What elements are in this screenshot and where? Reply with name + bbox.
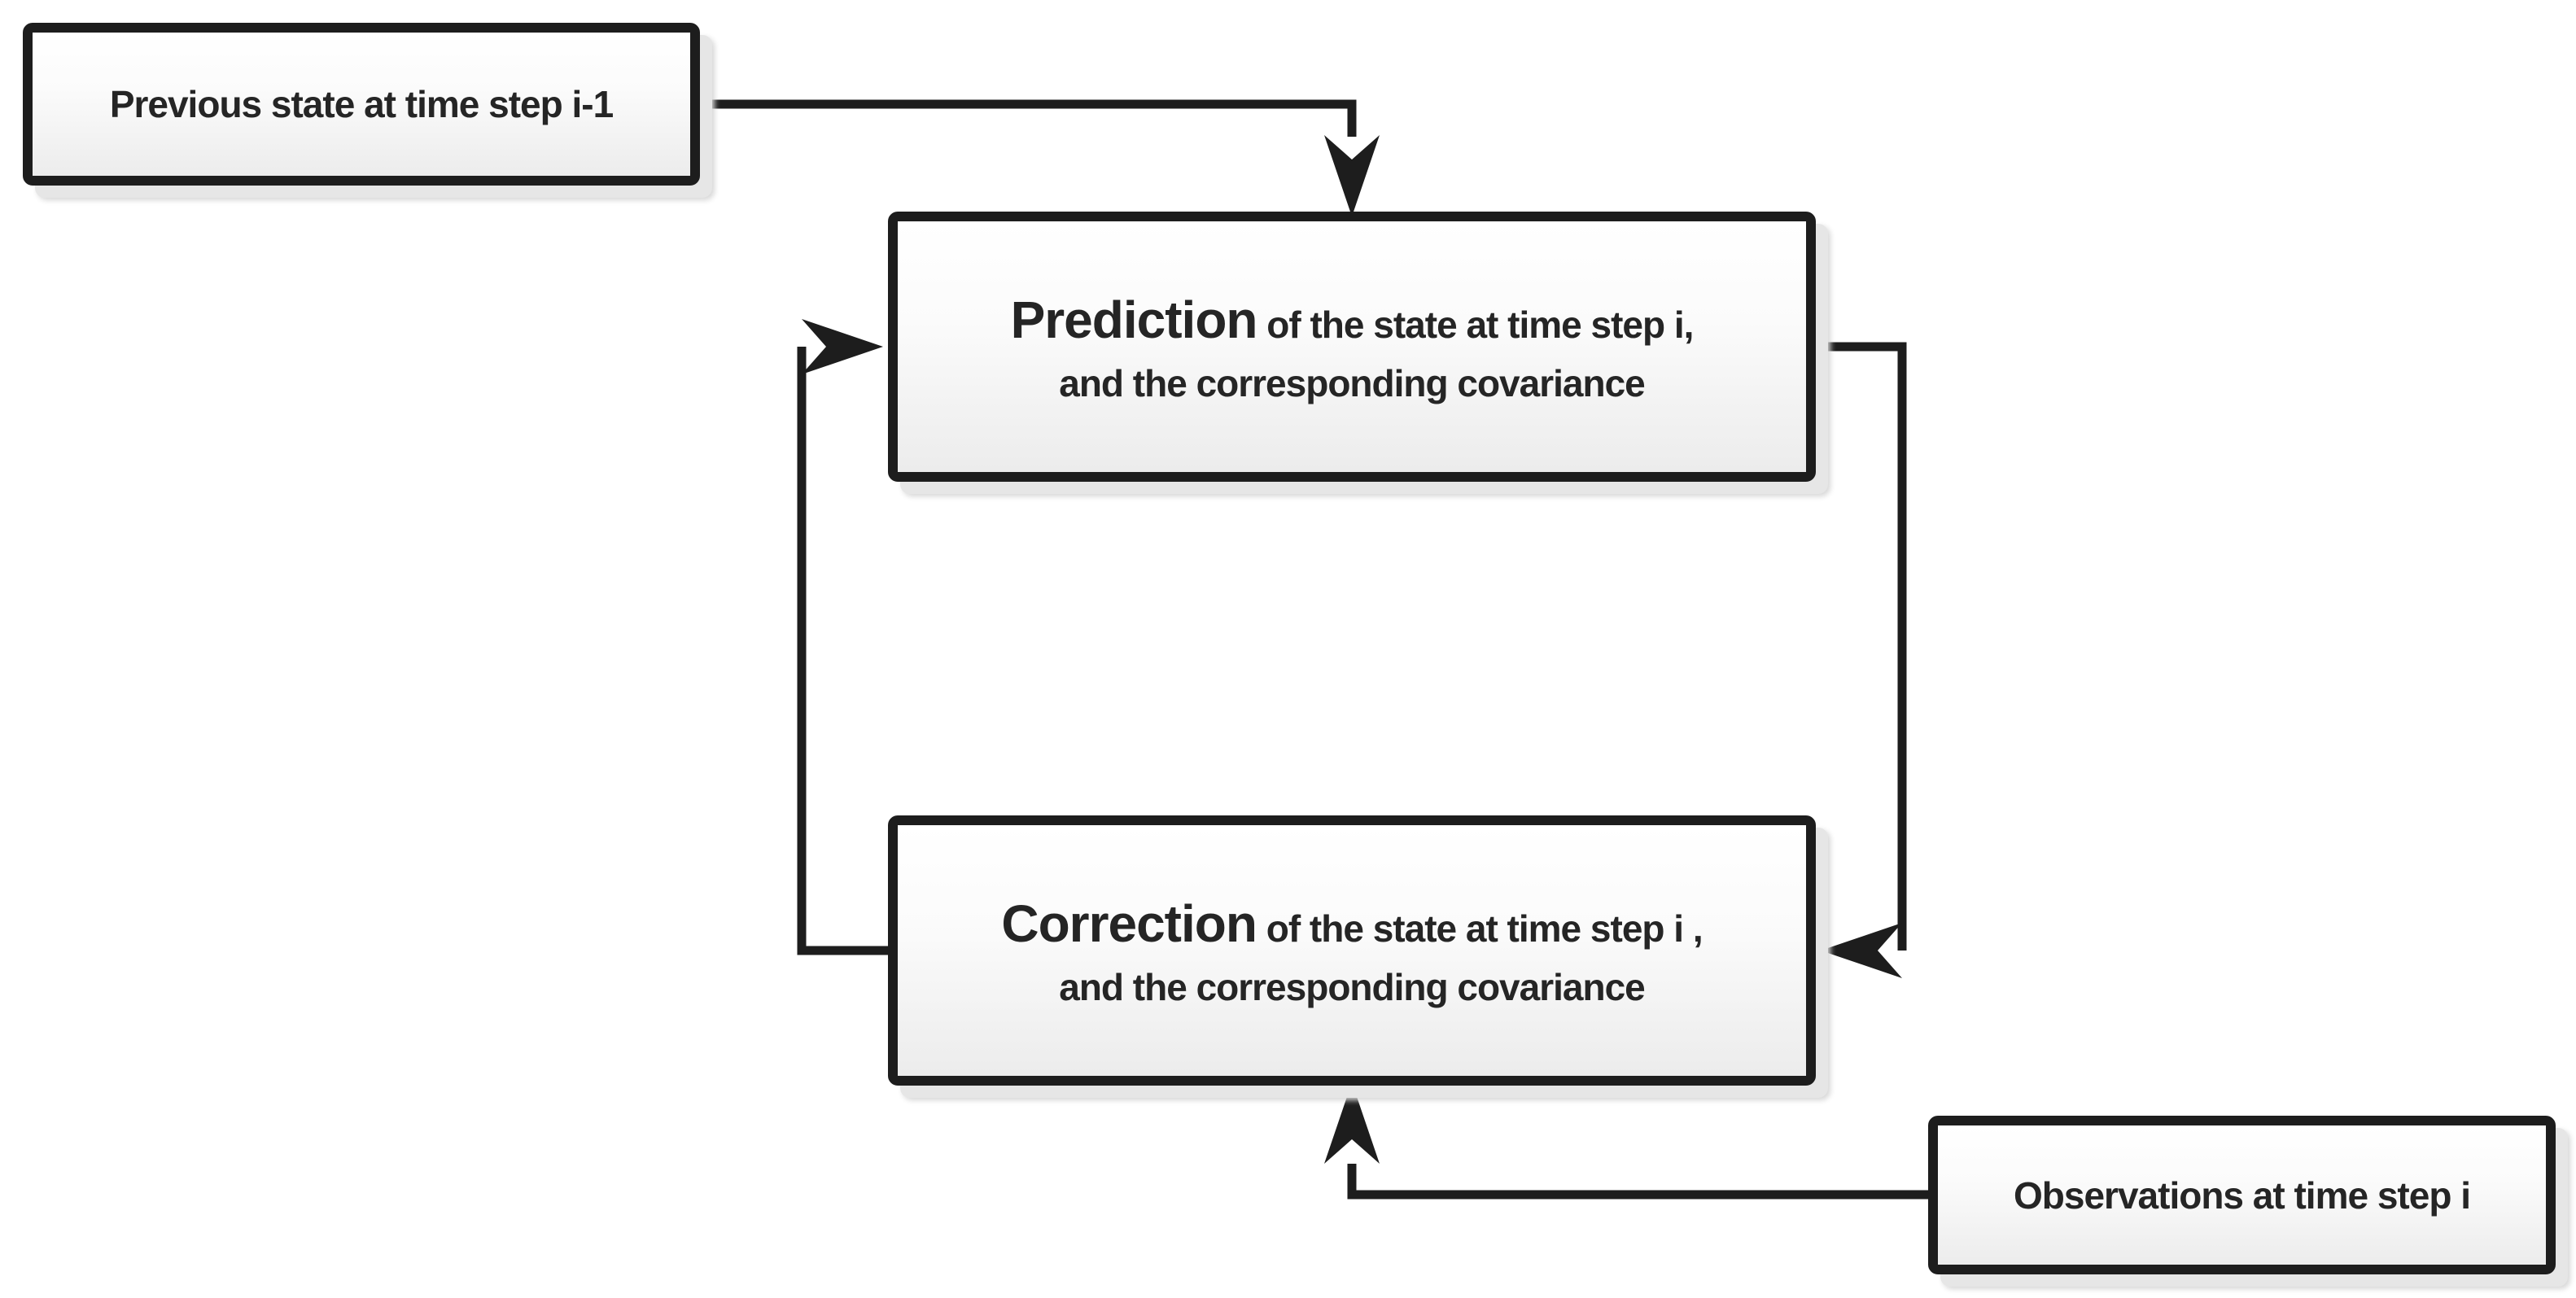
node-observations: Observations at time step i [1928,1116,2556,1274]
edge-previous-to-prediction [693,99,1357,137]
correction-title: Correction [1001,894,1257,953]
correction-text: Correction of the state at time step i ,… [985,887,1718,1014]
edge-correction-to-prediction [797,347,893,955]
prediction-title: Prediction [1010,290,1258,349]
arrowhead-into-correction-bottom [1324,1082,1380,1164]
prediction-text: Prediction of the state at time step i, … [995,283,1710,410]
edge-observations-to-correction [1347,1164,1933,1200]
observations-label: Observations at time step i [2014,1173,2471,1217]
node-prediction: Prediction of the state at time step i, … [888,212,1816,482]
arrowhead-into-prediction-left [802,319,883,374]
previous-state-label: Previous state at time step i-1 [109,83,614,125]
arrowhead-into-prediction-top [1324,135,1380,216]
edge-prediction-to-correction [1811,342,1907,951]
arrowhead-into-correction-right [1821,923,1902,978]
correction-subtitle: of the state at time step i , [1256,907,1703,950]
node-correction: Correction of the state at time step i ,… [888,815,1816,1086]
prediction-line2: and the corresponding covariance [1059,361,1646,404]
correction-line2: and the corresponding covariance [1059,965,1646,1008]
prediction-subtitle: of the state at time step i, [1257,303,1694,346]
node-previous-state: Previous state at time step i-1 [23,23,700,186]
